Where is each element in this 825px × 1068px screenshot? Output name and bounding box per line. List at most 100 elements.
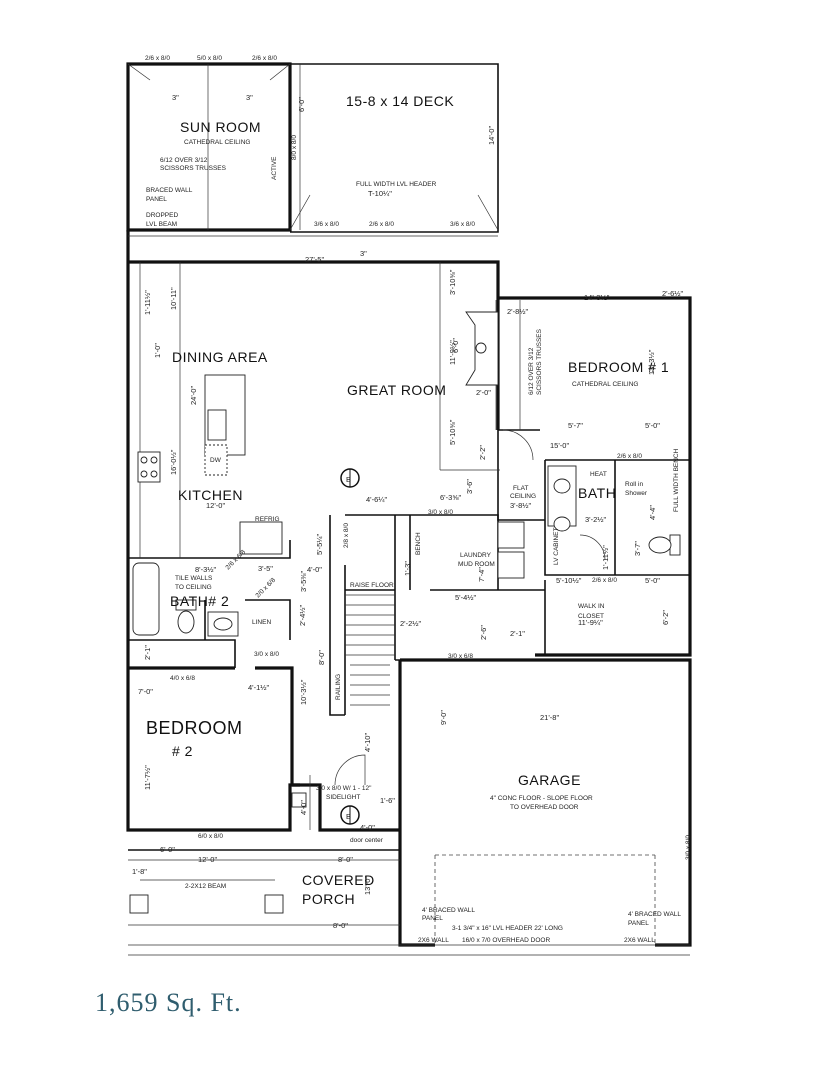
svg-text:3": 3" (172, 93, 179, 102)
sun-room-truss-note-2: SCISSORS TRUSSES (160, 165, 227, 172)
svg-text:2/6 x 6/8: 2/6 x 6/8 (224, 549, 247, 572)
svg-text:RAISE FLOOR: RAISE FLOOR (350, 582, 394, 589)
svg-text:4'-0": 4'-0" (299, 800, 308, 815)
bath-2-label: BATH# 2 (170, 593, 229, 609)
svg-text:HEAT: HEAT (590, 471, 607, 478)
svg-text:2'-8½": 2'-8½" (507, 307, 529, 316)
svg-text:21'-8": 21'-8" (540, 713, 559, 722)
svg-text:8'-3½": 8'-3½" (195, 565, 217, 574)
dining-area-label: DINING AREA (172, 349, 268, 365)
svg-text:LVL BEAM: LVL BEAM (146, 221, 177, 228)
sun-room-ceiling-note: CATHEDRAL CEILING (184, 139, 250, 146)
svg-text:2X6 WALL: 2X6 WALL (418, 937, 449, 944)
svg-text:B: B (346, 812, 351, 821)
svg-text:7'-4": 7'-4" (477, 567, 486, 582)
svg-text:2-2X12 BEAM: 2-2X12 BEAM (185, 883, 226, 890)
porch-post (291, 792, 307, 808)
svg-text:PANEL: PANEL (422, 915, 443, 922)
svg-text:1'-0": 1'-0" (153, 343, 162, 358)
svg-text:2/6 x 8/0: 2/6 x 8/0 (592, 577, 617, 584)
svg-text:1'-11½": 1'-11½" (143, 290, 152, 315)
svg-text:RAILING: RAILING (335, 674, 342, 700)
svg-text:4'-1½": 4'-1½" (248, 683, 270, 692)
svg-text:7'-0": 7'-0" (138, 687, 153, 696)
mud-room-label: MUD ROOM (458, 561, 495, 568)
svg-text:BRACED WALL: BRACED WALL (146, 187, 193, 194)
svg-text:2'-6½": 2'-6½" (662, 289, 684, 298)
svg-text:1'-11½": 1'-11½" (601, 545, 610, 570)
svg-text:FULL WIDTH BENCH: FULL WIDTH BENCH (673, 448, 680, 512)
svg-text:2'-6": 2'-6" (479, 625, 488, 640)
svg-text:2'-2": 2'-2" (478, 445, 487, 460)
svg-text:10'-11": 10'-11" (169, 287, 178, 310)
sink-icon (553, 516, 571, 532)
section-marker: B (340, 468, 360, 488)
svg-text:14'-3½": 14'-3½" (584, 293, 610, 302)
entry-door-swing (334, 754, 366, 786)
svg-text:6'-0": 6'-0" (451, 338, 460, 353)
bedroom-1-label: BEDROOM # 1 (568, 359, 669, 375)
sun-room-label: SUN ROOM (180, 119, 261, 135)
dimension-labels: 6'-0" 14'-0" 27'-5" 10'-11" 1'-11½" 1'-0… (132, 93, 684, 930)
svg-text:4'-0": 4'-0" (307, 565, 322, 574)
svg-text:24'-0": 24'-0" (189, 386, 198, 405)
svg-text:2'-0": 2'-0" (476, 388, 491, 397)
svg-text:3/6 x 8/0: 3/6 x 8/0 (450, 221, 475, 228)
svg-text:9'-0": 9'-0" (439, 710, 448, 725)
svg-text:PANEL: PANEL (628, 920, 649, 927)
svg-text:3'-6": 3'-6" (465, 479, 474, 494)
bath-1-label: BATH (578, 485, 616, 501)
svg-text:2X6 WALL: 2X6 WALL (624, 937, 655, 944)
svg-text:15'-0": 15'-0" (550, 441, 569, 450)
garage-label: GARAGE (518, 772, 581, 788)
svg-text:LV CABINET: LV CABINET (553, 528, 560, 565)
svg-text:11'-9½": 11'-9½" (448, 340, 457, 365)
svg-text:8'-0": 8'-0" (338, 855, 353, 864)
svg-text:5'-5¼": 5'-5¼" (315, 533, 324, 555)
svg-text:Roll in: Roll in (625, 481, 643, 488)
refrigerator-icon (239, 521, 283, 555)
svg-text:14'-0": 14'-0" (487, 126, 496, 145)
svg-text:SCISSORS TRUSSES: SCISSORS TRUSSES (536, 328, 543, 395)
sink-icon (553, 478, 571, 494)
svg-text:8'-0": 8'-0" (333, 921, 348, 930)
svg-text:5'-7": 5'-7" (568, 421, 583, 430)
svg-text:3/0 x 8/0: 3/0 x 8/0 (685, 835, 692, 860)
svg-text:3'-7": 3'-7" (633, 541, 642, 556)
svg-text:FULL WIDTH LVL HEADER: FULL WIDTH LVL HEADER (356, 181, 437, 188)
svg-text:T-10¼": T-10¼" (368, 189, 392, 198)
washer-icon (497, 551, 525, 579)
svg-text:2/6 x 8/0: 2/6 x 8/0 (369, 221, 394, 228)
svg-text:16/0 x 7/0 OVERHEAD DOOR: 16/0 x 7/0 OVERHEAD DOOR (462, 937, 550, 944)
svg-text:13'-0": 13'-0" (363, 876, 372, 895)
closet-label: CLOSET (578, 613, 604, 620)
walk-in-closet-label: WALK IN (578, 603, 605, 610)
svg-text:FLAT: FLAT (513, 485, 528, 492)
dishwasher-icon (204, 444, 228, 476)
toilet-icon (669, 534, 681, 556)
svg-text:door center: door center (350, 837, 384, 844)
svg-text:4'-6¼": 4'-6¼" (366, 495, 388, 504)
sun-room-truss-note: 6/12 OVER 3/12 (160, 157, 208, 164)
svg-text:5'-10½": 5'-10½" (556, 576, 582, 585)
svg-text:4' BRACED WALL: 4' BRACED WALL (422, 907, 475, 914)
svg-text:PANEL: PANEL (146, 196, 167, 203)
svg-text:11'-9¼": 11'-9¼" (578, 618, 603, 627)
svg-text:Shower: Shower (625, 490, 648, 497)
svg-text:2/6 x 8/0: 2/6 x 8/0 (252, 55, 277, 62)
svg-text:BENCH: BENCH (415, 532, 422, 555)
kitchen-sink-icon (207, 409, 227, 441)
square-footage-label: 1,659 Sq. Ft. (95, 988, 242, 1017)
svg-text:6/0 x 8/0: 6/0 x 8/0 (198, 833, 223, 840)
svg-text:TO CEILING: TO CEILING (175, 584, 212, 591)
svg-text:8'-0": 8'-0" (317, 650, 326, 665)
bathtub-icon (132, 562, 160, 636)
porch-post (129, 894, 149, 914)
svg-text:3'-8½": 3'-8½" (510, 501, 532, 510)
bedroom-1-ceiling-note: CATHEDRAL CEILING (572, 381, 638, 388)
svg-text:TILE WALLS: TILE WALLS (175, 575, 213, 582)
svg-text:4'-0": 4'-0" (360, 823, 375, 832)
covered-porch-label: COVERED (302, 872, 375, 888)
dryer-icon (497, 521, 525, 549)
svg-text:SIDELIGHT: SIDELIGHT (326, 794, 360, 801)
